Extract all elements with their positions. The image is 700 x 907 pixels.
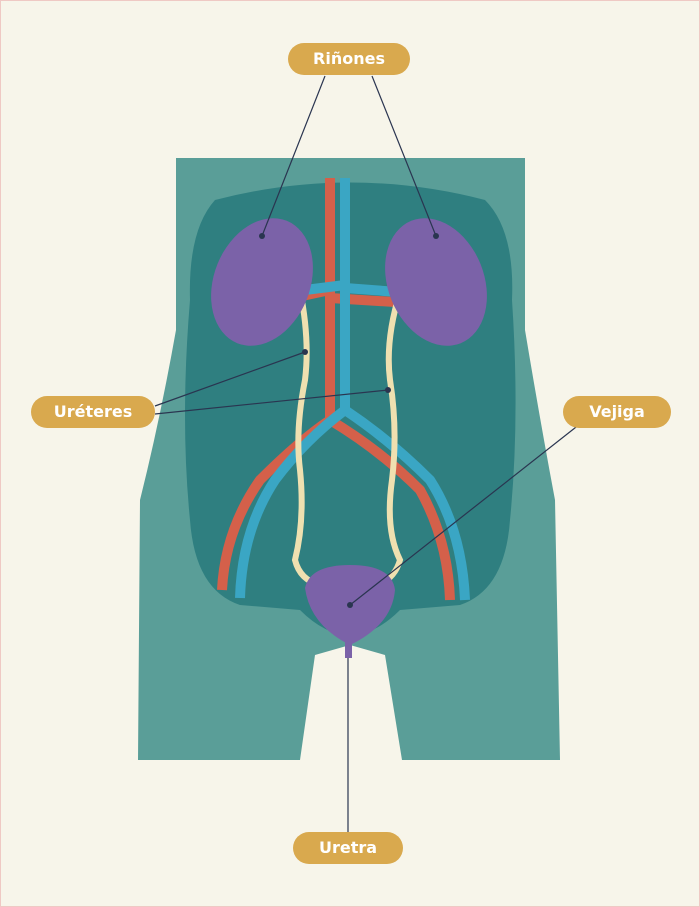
label-bladder: Vejiga — [563, 396, 671, 428]
label-ureters: Uréteres — [31, 396, 155, 428]
urethra — [345, 640, 352, 658]
label-urethra: Uretra — [293, 832, 403, 864]
leader-lines — [154, 75, 586, 832]
right-kidney — [385, 218, 487, 346]
label-kidneys: Riñones — [288, 43, 410, 75]
left-kidney — [211, 218, 313, 346]
leader-dots — [259, 233, 439, 608]
